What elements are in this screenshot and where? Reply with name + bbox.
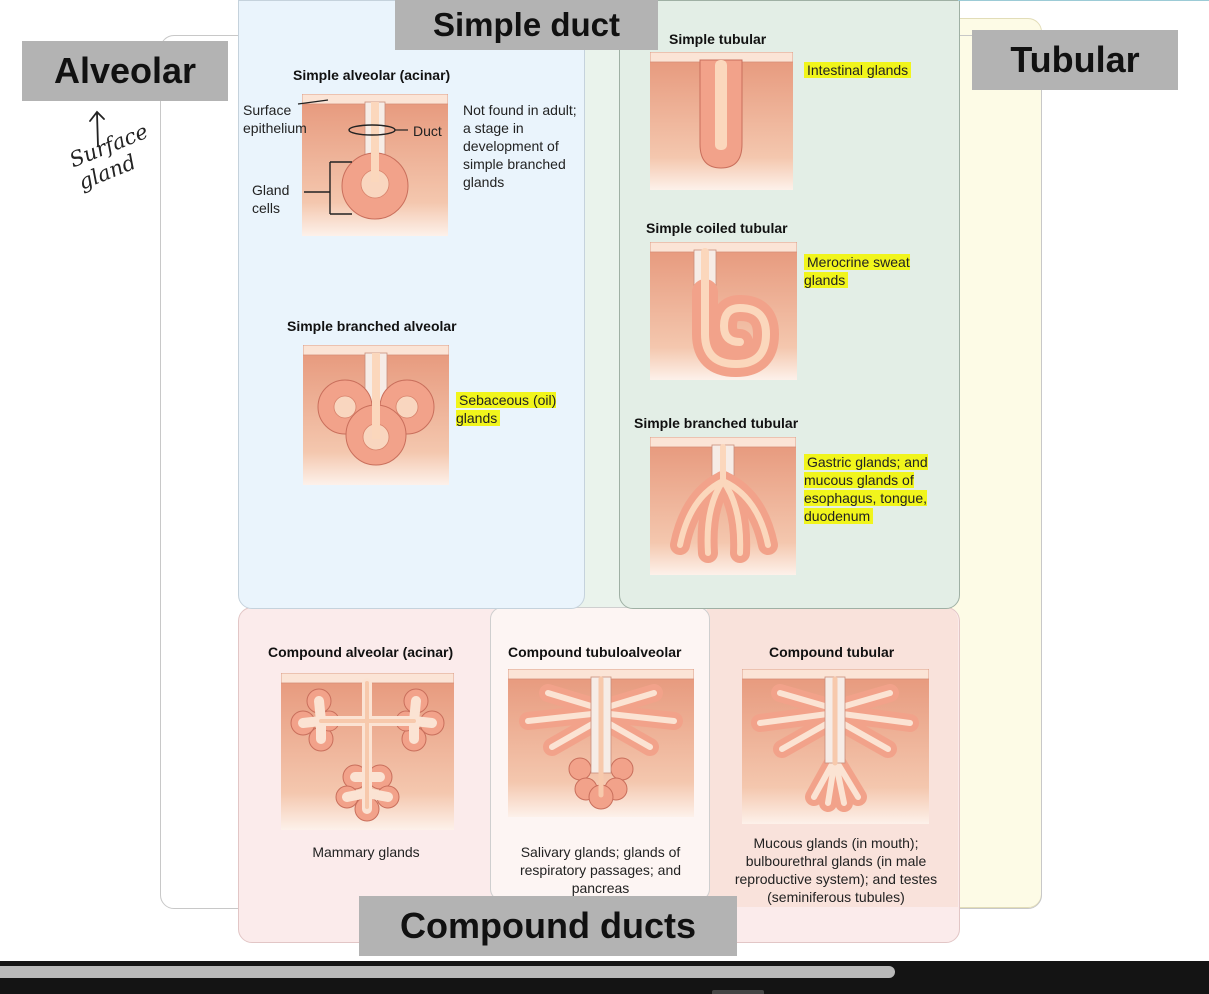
simple-alveolar-region bbox=[238, 0, 585, 609]
simple-tubular-title: Simple tubular bbox=[669, 31, 767, 47]
compound-alveolar-example: Mammary glands bbox=[312, 844, 420, 860]
simple-coiled-tubular-example: Merocrine sweat glands bbox=[804, 254, 910, 288]
simple-branched-alveolar-gland bbox=[303, 345, 449, 485]
gland-cells-label: Gland cells bbox=[252, 182, 290, 216]
simple-alveolar-description: Not found in adult; a stage in developme… bbox=[463, 102, 577, 190]
compound-alveolar-gland bbox=[281, 673, 454, 830]
top-rule bbox=[958, 0, 1209, 1]
simple-tubular-gland bbox=[650, 52, 793, 190]
simple-coiled-tubular-gland bbox=[650, 242, 797, 380]
compound-ducts-label: Compound ducts bbox=[359, 896, 737, 956]
duct-label: Duct bbox=[413, 123, 442, 139]
progress-track[interactable] bbox=[0, 966, 1209, 978]
compound-tubuloalveolar-example: Salivary glands; glands of respiratory p… bbox=[519, 844, 682, 896]
tubular-label: Tubular bbox=[972, 30, 1178, 90]
surface-epithelium-label: Surface epithelium bbox=[243, 102, 307, 136]
leader-lines bbox=[297, 99, 408, 215]
simple-alveolar-gland bbox=[302, 94, 448, 236]
simple-branched-alveolar-example: Sebaceous (oil) glands bbox=[456, 392, 557, 426]
compound-tubuloalveolar-gland bbox=[508, 669, 694, 817]
simple-branched-tubular-gland bbox=[650, 437, 796, 575]
compound-tubular-gland bbox=[742, 669, 929, 824]
compound-tubular-example: Mucous glands (in mouth); bulbourethral … bbox=[734, 835, 938, 905]
simple-branched-tubular-title: Simple branched tubular bbox=[634, 415, 799, 431]
simple-duct-label: Simple duct bbox=[395, 0, 658, 50]
up-arrow-icon bbox=[89, 110, 105, 147]
compound-tubuloalveolar-title: Compound tubuloalveolar bbox=[508, 644, 682, 660]
alveolar-label: Alveolar bbox=[22, 41, 228, 101]
simple-alveolar-title: Simple alveolar (acinar) bbox=[293, 67, 451, 83]
progress-fill bbox=[0, 966, 895, 978]
player-handle[interactable] bbox=[712, 990, 764, 994]
compound-tubular-title: Compound tubular bbox=[769, 644, 895, 660]
simple-branched-alveolar-title: Simple branched alveolar bbox=[287, 318, 457, 334]
compound-alveolar-title: Compound alveolar (acinar) bbox=[268, 644, 454, 660]
simple-coiled-tubular-title: Simple coiled tubular bbox=[646, 220, 788, 236]
simple-tubular-example: Intestinal glands bbox=[804, 61, 934, 79]
simple-branched-tubular-example: Gastric glands; and mucous glands of eso… bbox=[804, 454, 928, 524]
